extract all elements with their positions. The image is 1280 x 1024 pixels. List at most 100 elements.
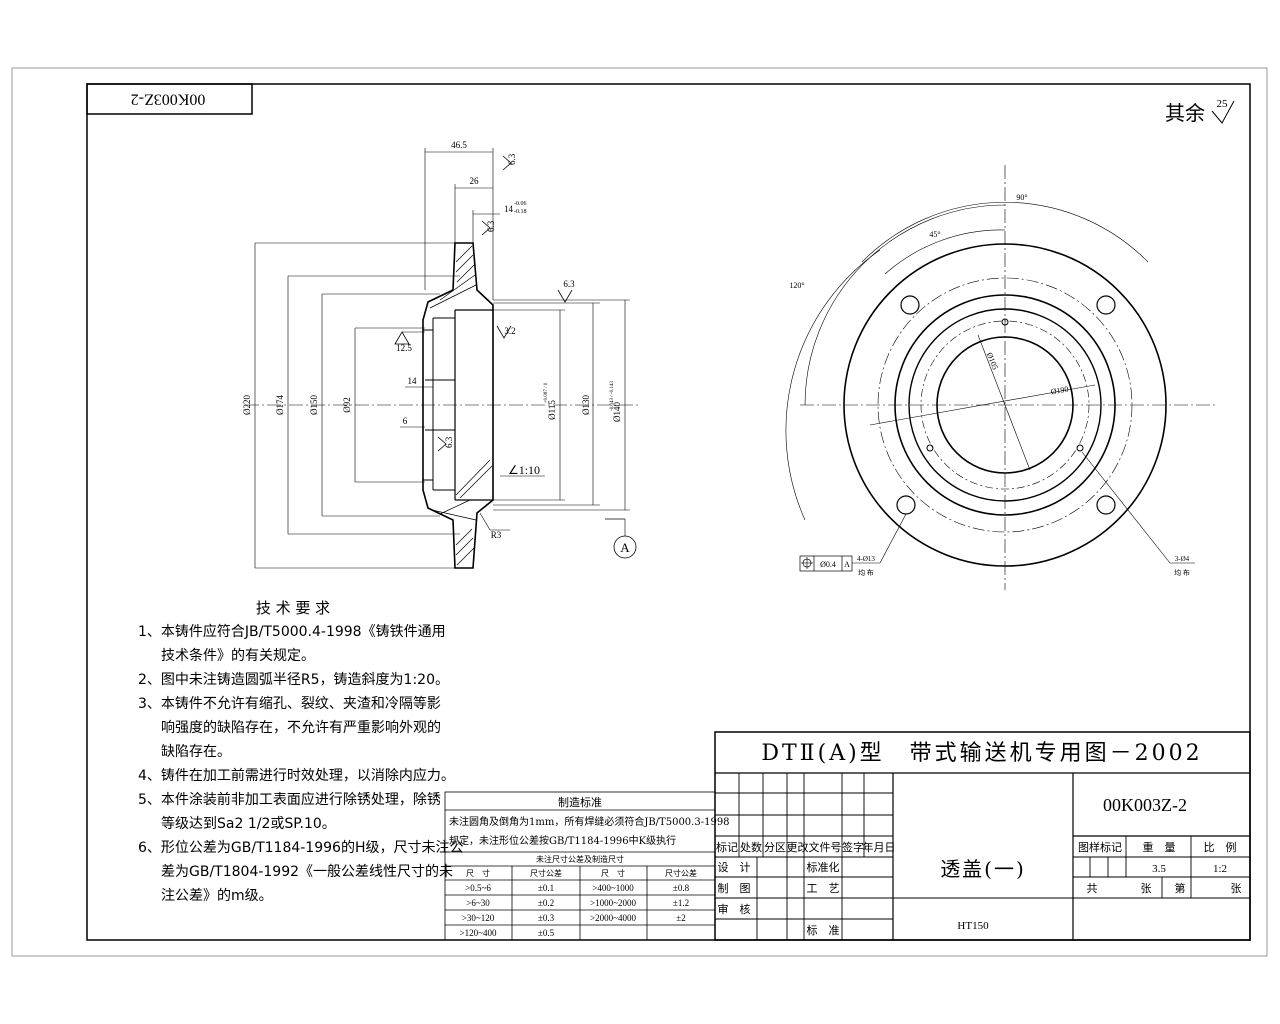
dim-dia-115-tol: +0.087 / 0 [544, 382, 549, 403]
rough-6-3-b: 6.3 [486, 220, 496, 232]
angle-45: 45° [929, 230, 940, 239]
table-cell: >120~400 [460, 928, 497, 938]
notes-title: 技 术 要 求 [255, 599, 331, 617]
sheet-outer-border [11, 67, 1268, 957]
dim-14-tol-dn: -0.18 [514, 209, 527, 215]
note-line: 等级达到Sa2 1/2或SP.10。 [161, 816, 336, 832]
label-draw: 制 图 [718, 882, 751, 895]
rough-12-5: 12.5 [396, 343, 412, 353]
mfg-header-4: 尺寸公差 [665, 868, 697, 878]
holes-3-even: 均 布 [1174, 568, 1190, 577]
table-cell: >1000~2000 [590, 898, 636, 908]
dim-14: 14 [504, 204, 514, 214]
dim-dia-190: Ø190 [1050, 385, 1069, 397]
angle-120: 120° [789, 281, 804, 290]
part-name: 透盖(一) [940, 857, 1026, 881]
table-cell: >400~1000 [592, 883, 634, 893]
surface-finish-label: 其余 [1165, 101, 1205, 125]
title-header: DTⅡ(A)型 带式输送机专用图－2002 [761, 741, 1202, 766]
holes-4-dia-13: 4-Ø13 [857, 555, 875, 563]
front-view [785, 165, 1215, 590]
dim-dia-130: Ø130 [581, 395, 591, 415]
dim-14-tol-up: -0.06 [514, 201, 527, 207]
surface-finish-value: 25 [1217, 98, 1229, 110]
note-line: 4、铸件在加工前需进行时效处理，以消除内应力。 [138, 768, 455, 784]
note-line: 2、图中未注铸造圆弧半径R5，铸造斜度为1:20。 [138, 672, 449, 688]
mfg-text-line1: 未注圆角及倒角为1mm，所有焊缝必须符合JB/T5000.3-1998 [449, 815, 730, 828]
note-line: 6、形位公差为GB/T1184-1996的H级，尺寸未注公 [138, 840, 464, 856]
table-cell: ±0.8 [673, 883, 690, 893]
scale-value: 1:2 [1213, 863, 1227, 875]
rev-sign: 签字 [842, 840, 864, 854]
rev-doc: 更改文件号 [787, 840, 842, 854]
dim-dia-174: Ø174 [275, 395, 285, 415]
corner-drawing-number: 00K003Z-2 [131, 90, 206, 107]
table-cell: ±0.3 [538, 913, 555, 923]
rough-6-3-d: 6.3 [444, 436, 454, 448]
label-review: 审 核 [718, 902, 751, 916]
note-line: 技术条件》的有关规定。 [161, 648, 315, 664]
dim-dia-140: Ø140 [612, 402, 622, 422]
rough-6-3-a: 6.3 [507, 153, 517, 165]
holes-3-dia-4: 3-Ø4 [1175, 555, 1190, 563]
weight-value: 3.5 [1152, 863, 1166, 875]
table-cell: ±0.2 [538, 898, 554, 908]
table-cell: >0.5~6 [465, 883, 491, 893]
dim-26: 26 [470, 176, 480, 186]
table-cell: >30~120 [462, 913, 495, 923]
datum-a-label: A [620, 540, 630, 555]
roughness-symbol-icon [1211, 100, 1235, 124]
dim-dia-150: Ø150 [309, 395, 319, 415]
mfg-title: 制造标准 [558, 795, 602, 809]
table-cell: >2000~4000 [590, 913, 636, 923]
note-line: 注公差》的m级。 [161, 888, 273, 904]
mfg-header-1: 尺 寸 [466, 868, 490, 878]
table-cell: >6~30 [466, 898, 490, 908]
rev-mark: 标记 [716, 840, 738, 854]
note-line: 1、本铸件应符合JB/T5000.4-1998《铸铁件通用 [138, 624, 446, 640]
rev-zone: 分区 [764, 841, 786, 854]
note-line: 差为GB/T1804-1992《一般公差线性尺寸的未 [161, 864, 454, 880]
rev-date: 年月日 [863, 840, 896, 854]
mfg-text-line2: 规定，未注形位公差按GB/T1184-1996中K级执行 [449, 834, 676, 847]
dim-dia-140-tol: -0.043 / -0.143 [610, 381, 615, 411]
dim-dia-92: Ø92 [342, 397, 352, 413]
holes-4-even: 均 布 [858, 568, 874, 577]
dim-14-bore: 14 [408, 376, 418, 386]
mfg-header-3: 尺 寸 [601, 868, 625, 878]
dim-46-5: 46.5 [451, 140, 467, 150]
material: HT150 [957, 920, 989, 932]
note-line: 3、本铸件不允许有缩孔、裂纹、夹渣和冷隔等影 [138, 696, 441, 712]
title-code: 00K003Z-2 [1103, 795, 1187, 815]
label-sheet-no: 第 [1175, 881, 1186, 895]
mfg-header-2: 尺寸公差 [530, 868, 562, 878]
dim-dia-105: Ø105 [985, 351, 1000, 371]
label-weight: 重 量 [1143, 840, 1176, 854]
mfg-subtitle: 未注尺寸公差及制造尺寸 [536, 854, 624, 864]
corner-number-box [86, 83, 253, 115]
dim-dia-115: Ø115 [547, 400, 557, 420]
label-sheets: 张 [1141, 882, 1152, 895]
section-view [245, 148, 640, 569]
label-sheet-unit: 张 [1231, 882, 1242, 895]
label-standardize: 标准化 [807, 860, 840, 874]
dim-6: 6 [403, 416, 408, 426]
label-stage-mark: 图样标记 [1078, 840, 1122, 854]
note-line: 响强度的缺陷存在，不允许有严重影响外观的 [161, 720, 441, 736]
gdt-datum: A [844, 560, 850, 569]
rev-count: 处数 [740, 841, 762, 854]
note-line: 5、本件涂装前非加工表面应进行除锈处理，除锈 [138, 792, 441, 808]
label-design: 设 计 [718, 861, 751, 874]
table-cell: ±2 [676, 913, 685, 923]
taper-ratio: ∠1:10 [508, 463, 540, 477]
title-block [714, 731, 1251, 941]
technical-notes: 技 术 要 求 1、本铸件应符合JB/T5000.4-1998《铸铁件通用 技术… [138, 596, 464, 908]
label-standard: 标 准 [807, 923, 840, 937]
note-line: 缺陷存在。 [161, 744, 231, 760]
dim-dia-220: Ø220 [242, 395, 252, 415]
label-scale: 比 例 [1204, 840, 1237, 854]
gdt-tolerance: Ø0.4 [820, 560, 836, 569]
fillet-r3: R3 [491, 530, 502, 540]
table-cell: ±0.1 [538, 883, 554, 893]
